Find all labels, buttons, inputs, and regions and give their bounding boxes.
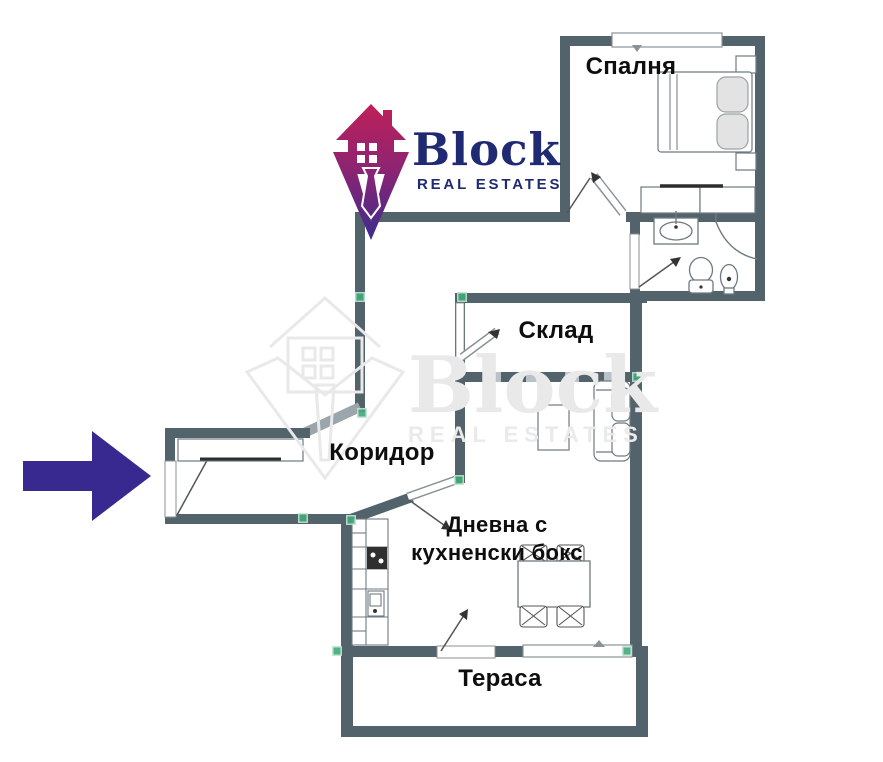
sink-tap-icon <box>674 225 678 229</box>
living-bottom-wall-left <box>341 646 437 657</box>
node-marker <box>632 372 642 382</box>
stove <box>367 547 387 569</box>
living-window <box>522 644 633 658</box>
walls <box>165 36 765 737</box>
entry-top-wall <box>165 428 310 438</box>
living-door <box>406 475 458 530</box>
logo-brand-text: Block <box>412 123 561 176</box>
entry-bottom-wall <box>165 514 355 524</box>
toilet-bowl <box>688 256 714 284</box>
living-bottom-wall-mid <box>495 646 523 657</box>
corridor-furniture <box>177 438 304 462</box>
bathroom-left-wall-lower <box>630 289 640 301</box>
pillow <box>716 76 749 113</box>
node-marker <box>332 646 342 656</box>
living-right-wall <box>630 293 642 655</box>
bedroom-door <box>566 172 627 216</box>
watermark-brand: Block <box>408 340 659 431</box>
bathroom-bottom-wall <box>630 291 765 301</box>
sofa-cushion <box>611 387 631 422</box>
corridor-left-wall <box>355 212 365 412</box>
node-markers <box>298 292 642 656</box>
sink-basin <box>659 221 693 241</box>
logo-house-icon <box>333 104 409 240</box>
bedroom-furniture <box>640 55 757 214</box>
entrance-arrow-icon <box>23 431 151 521</box>
living-furniture <box>537 380 631 462</box>
windows <box>522 32 723 658</box>
right-exterior-wall <box>755 36 765 300</box>
pillow <box>716 113 749 150</box>
coffee-table <box>537 404 570 451</box>
living-diagonal-wall <box>346 492 414 525</box>
watermark-tagline: REAL ESTATES <box>408 422 644 447</box>
storage-left-wall <box>455 293 465 483</box>
node-marker <box>346 515 356 525</box>
wardrobe <box>640 186 701 214</box>
terrace-label: Тераса <box>458 665 542 692</box>
storage-label: Склад <box>518 317 594 344</box>
bathroom-door <box>629 233 681 290</box>
watermark: Block REAL ESTATES <box>244 295 659 481</box>
bedroom-label: Спалня <box>585 53 677 80</box>
sofa-cushion <box>611 422 631 457</box>
storage-top-wall <box>455 293 647 303</box>
node-marker <box>454 475 464 485</box>
storage-door <box>455 302 500 361</box>
wardrobe <box>699 186 756 214</box>
living-window-vent-icon <box>593 640 605 647</box>
bathroom-fixtures <box>653 211 758 295</box>
corner-shower <box>715 213 758 260</box>
bedroom-window <box>611 32 723 48</box>
node-marker <box>457 292 467 302</box>
terrace-right-wall <box>636 646 648 737</box>
nightstand <box>735 55 757 74</box>
terrace-door <box>436 609 496 659</box>
nightstand <box>735 152 757 171</box>
bidet-base <box>723 287 735 295</box>
dining-set <box>517 544 591 628</box>
left-exterior-wall <box>341 514 353 737</box>
terrace-bottom-wall <box>341 726 648 737</box>
kitchen-unit <box>351 518 389 646</box>
node-marker <box>298 513 308 523</box>
bedroom-bottom-wall <box>626 212 765 222</box>
corridor-label: Коридор <box>329 439 435 466</box>
living-label-line1: Дневна с <box>446 512 548 537</box>
watermark-house-icon <box>244 295 406 481</box>
logo-tagline-text: REAL ESTATES <box>417 176 563 193</box>
dining-table <box>517 560 591 608</box>
node-marker <box>622 646 632 656</box>
bathroom-left-wall-upper <box>630 212 640 235</box>
corridor-top-wall <box>355 212 569 222</box>
bedroom-left-wall <box>560 36 570 222</box>
kitchen-counter <box>351 518 389 646</box>
node-marker <box>357 408 367 418</box>
entry-left-wall-upper <box>165 428 175 463</box>
living-label: Дневна с кухненски бокс <box>377 511 617 567</box>
bedroom-window-vent-icon <box>632 45 642 52</box>
living-label-line2: кухненски бокс <box>411 540 583 565</box>
node-marker <box>355 292 365 302</box>
